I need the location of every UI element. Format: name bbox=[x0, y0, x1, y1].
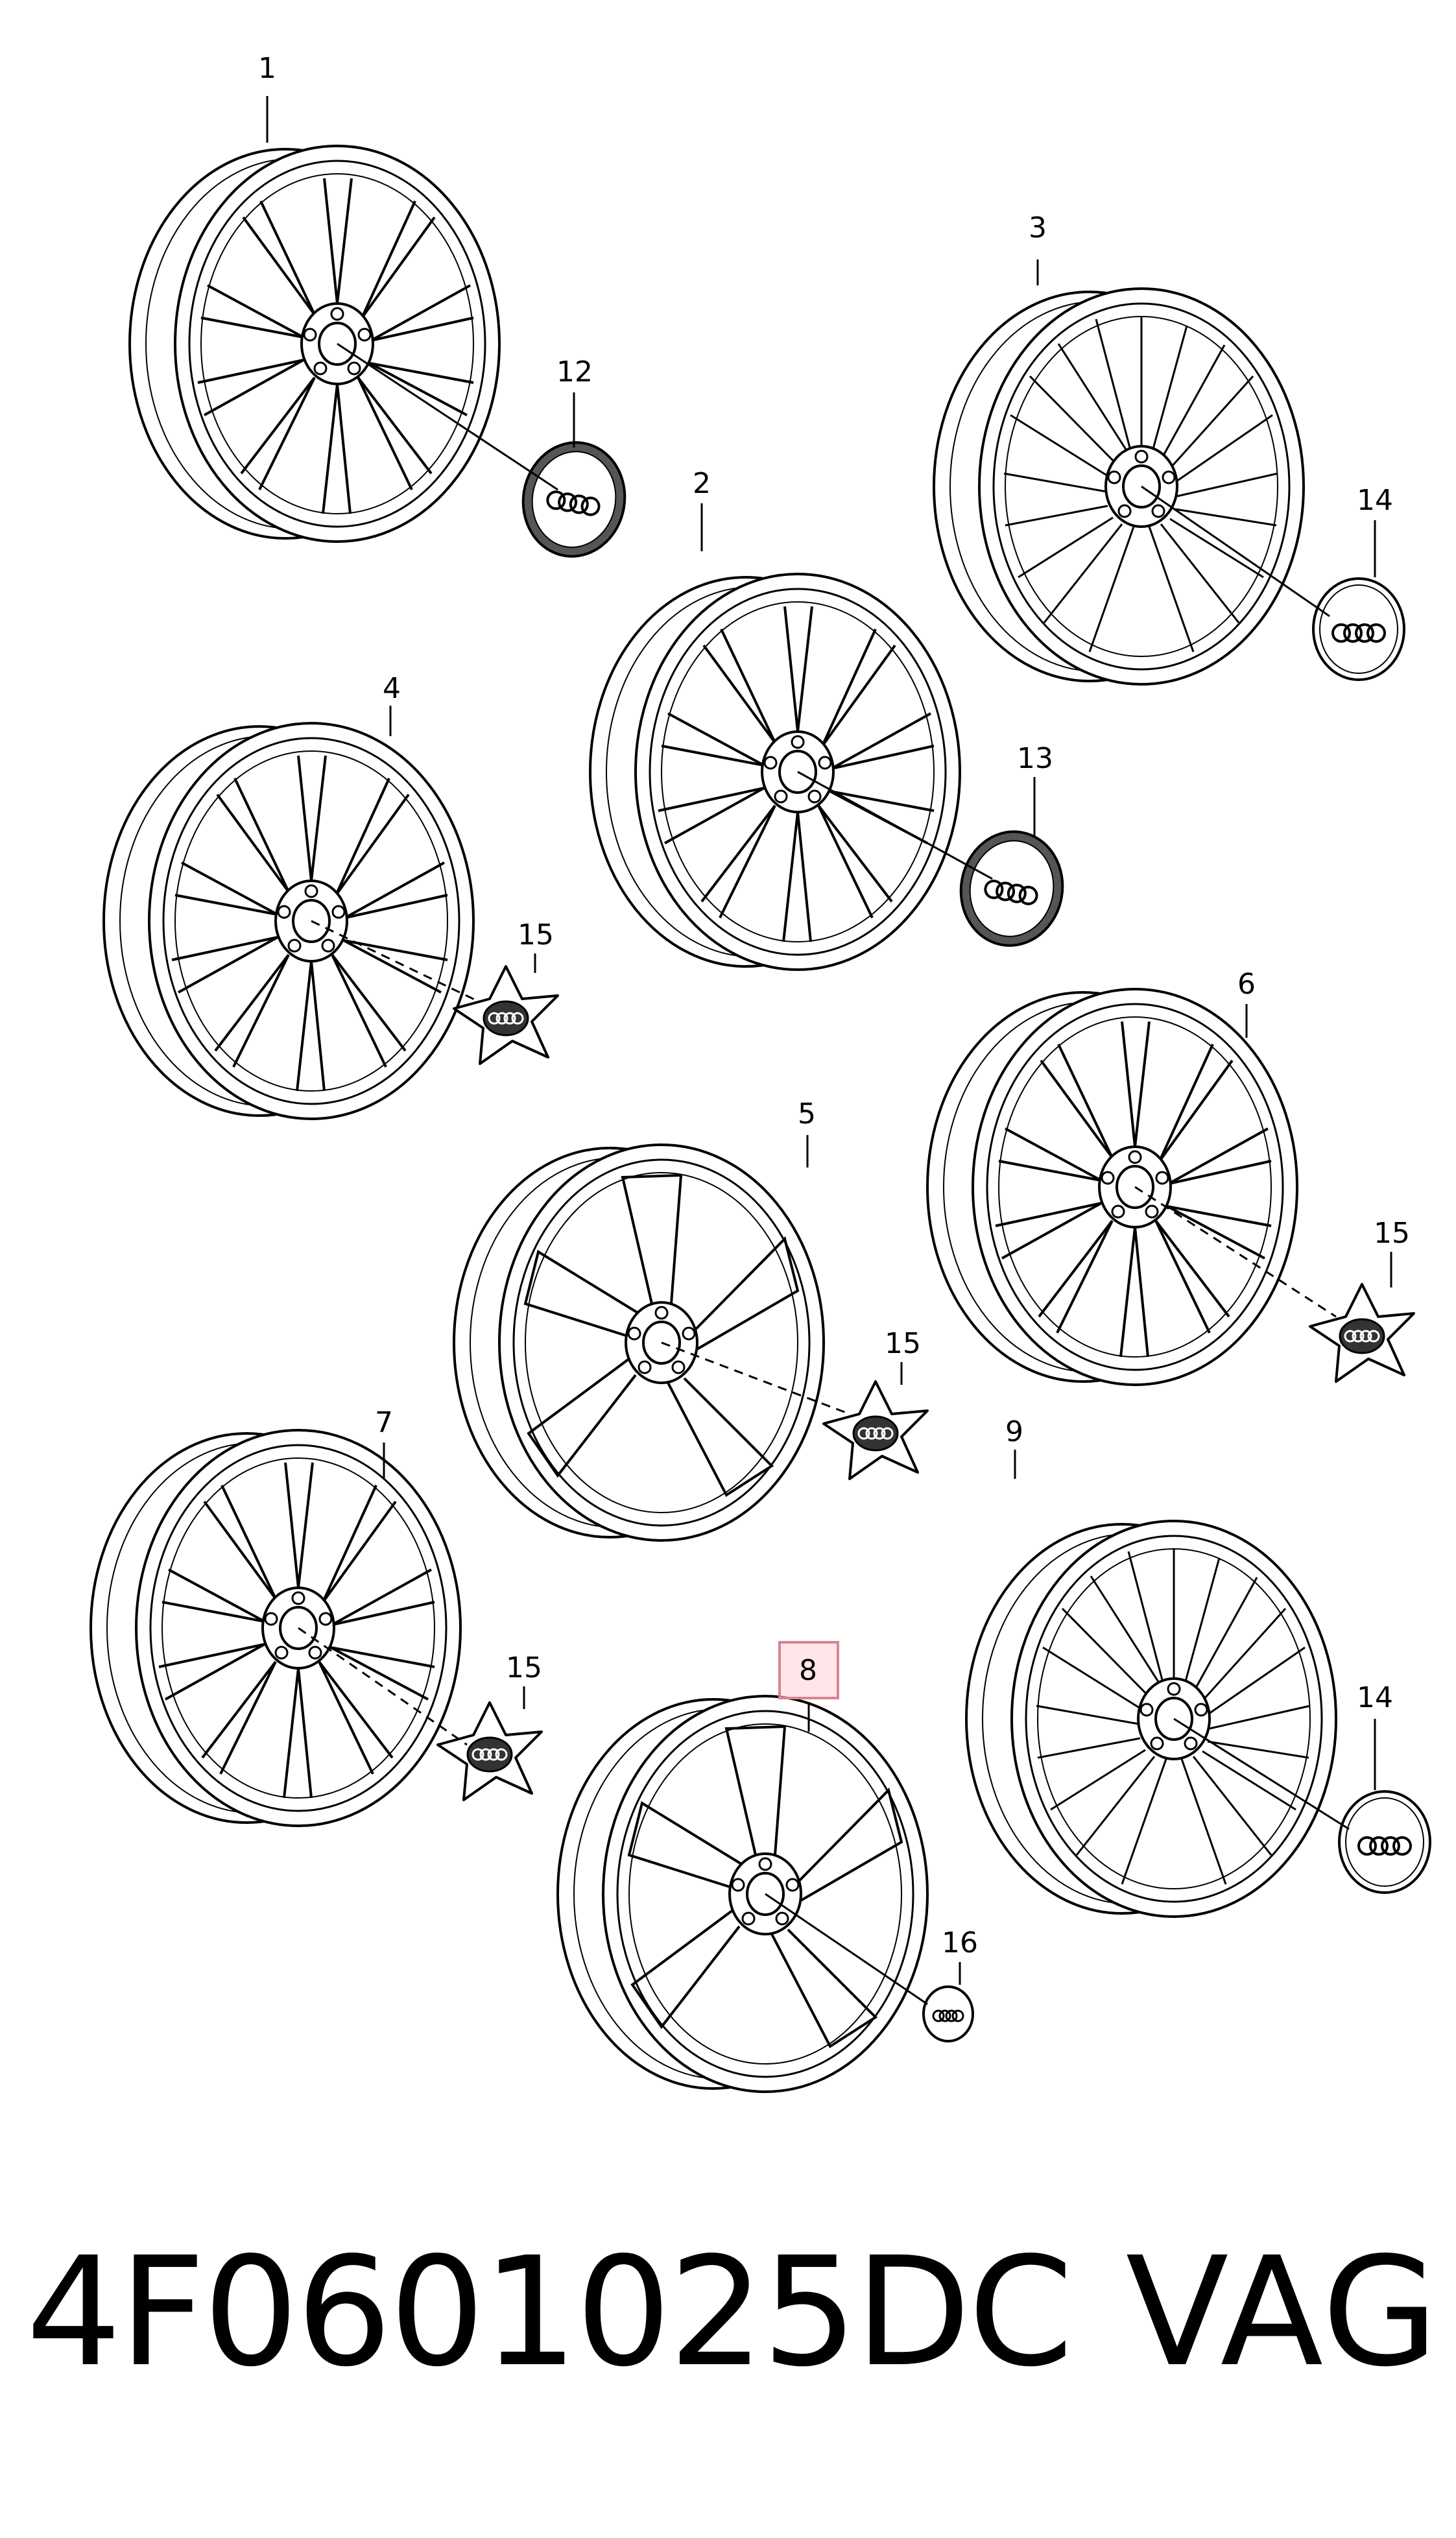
callout-5: 5 bbox=[798, 1097, 816, 1131]
callout-16: 16 bbox=[942, 1926, 978, 1959]
callout-8-highlight bbox=[778, 1641, 839, 1699]
cap-12 bbox=[512, 433, 636, 566]
wheel-2 bbox=[589, 573, 961, 971]
wheel-7 bbox=[90, 1429, 462, 1827]
brand-label: VAG bbox=[1125, 2225, 1440, 2400]
callout-6: 6 bbox=[1237, 968, 1256, 1001]
part-number: 4F0601025DC bbox=[26, 2225, 1073, 2400]
wheel-8 bbox=[556, 1695, 929, 2093]
cap-15-wheel5 bbox=[822, 1380, 929, 1480]
callout-13: 13 bbox=[1017, 742, 1053, 775]
callout-1: 1 bbox=[258, 52, 276, 85]
wheel-5 bbox=[453, 1143, 825, 1542]
callout-15-wheel4: 15 bbox=[518, 918, 554, 952]
callout-14-top: 14 bbox=[1357, 484, 1393, 517]
callout-4: 4 bbox=[383, 672, 401, 705]
callout-9: 9 bbox=[1005, 1415, 1023, 1448]
callout-14-bottom: 14 bbox=[1357, 1681, 1393, 1714]
callout-8: 8 bbox=[799, 1654, 817, 1687]
cap-13 bbox=[950, 822, 1073, 955]
cap-15-wheel6 bbox=[1309, 1283, 1415, 1383]
wheel-6 bbox=[926, 988, 1298, 1386]
callout-15-wheel6: 15 bbox=[1374, 1217, 1410, 1250]
callout-7: 7 bbox=[375, 1406, 393, 1439]
cap-15-wheel7 bbox=[436, 1701, 543, 1801]
cap-16 bbox=[922, 1985, 974, 2042]
callout-labels: 1 2 3 4 5 6 7 8 9 12 13 14 14 15 15 15 1… bbox=[258, 52, 1410, 1959]
wheel-1 bbox=[128, 145, 501, 543]
footer: 4F0601025DC VAG bbox=[26, 2231, 1440, 2393]
callout-15-wheel7: 15 bbox=[506, 1651, 542, 1684]
wheel-3 bbox=[933, 287, 1305, 686]
callout-2: 2 bbox=[693, 467, 711, 500]
wheel-9 bbox=[965, 1520, 1337, 1918]
leader-lines bbox=[266, 96, 1392, 2005]
callout-12: 12 bbox=[556, 355, 593, 389]
cap-14-bottom bbox=[1338, 1790, 1431, 1894]
wheel-4 bbox=[102, 722, 475, 1120]
cap-14-top bbox=[1312, 577, 1405, 681]
callout-3: 3 bbox=[1029, 211, 1047, 245]
cap-15-wheel4 bbox=[453, 965, 559, 1065]
callout-15-wheel5: 15 bbox=[885, 1327, 921, 1360]
